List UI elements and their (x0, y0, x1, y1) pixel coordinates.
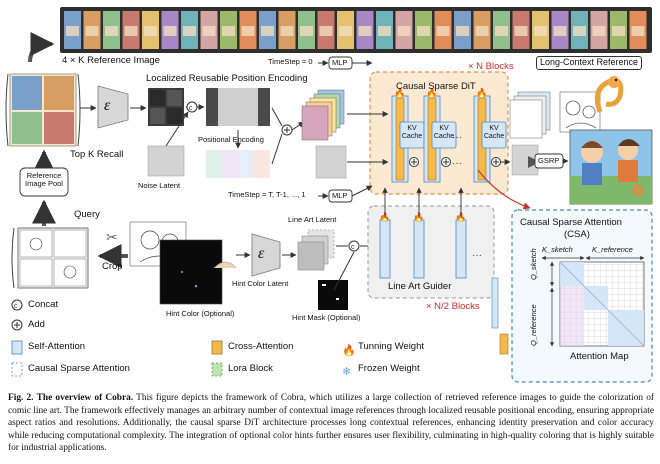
label-attention-map: Attention Map (570, 351, 629, 362)
label-hint-mask-optional: Hint Mask (Optional) (292, 313, 361, 322)
label-line-art-guider: Line Art Guider (388, 281, 452, 292)
kv-cache-box (431, 121, 457, 149)
cross-attention-swatch (211, 340, 223, 355)
guider-self-attention-block (379, 219, 391, 279)
mlp-top: MLP (332, 58, 348, 67)
legend-cross-attention: Cross-Attention (228, 341, 294, 352)
query-manga-page (11, 227, 89, 289)
legend-self-attention: Self-Attention (28, 341, 86, 352)
label-timestep-top: TimeStep = 0 (268, 57, 313, 66)
label-causal-sparse-dit: Causal Sparse DiT (396, 81, 476, 92)
hint-color-canvas (159, 239, 223, 305)
guider-self-attention-block (413, 219, 425, 279)
svg-text:c: c (351, 244, 355, 251)
long-context-reference-strip (60, 7, 652, 53)
svg-text:···: ··· (452, 158, 462, 169)
kv-cache-label: KV Cache (401, 125, 423, 140)
legend-frozen-weight: Frozen Weight (358, 363, 420, 374)
label-long-context: Long-Context Reference (536, 56, 643, 70)
label-n-blocks: × N Blocks (468, 61, 514, 72)
kv-cache-label: KV Cache (433, 125, 455, 140)
legend-causal-sparse-attention: Causal Sparse Attention (28, 363, 130, 374)
caption-title: The overview of Cobra. (36, 393, 134, 403)
svg-text:c: c (189, 105, 193, 112)
label-query: Query (74, 209, 100, 220)
legend-add: Add (28, 319, 45, 330)
reference-image-stack (5, 73, 81, 147)
lora-swatch (211, 362, 223, 377)
label-csa-title: Causal Sparse Attention (520, 217, 622, 228)
label-n2-blocks: × N/2 Blocks (426, 301, 480, 312)
label-hint-color-optional: Hint Color (Optional) (166, 309, 235, 318)
cobra-framework-diagram: c 🔥 🔥 🔥 ··· ··· (5, 7, 653, 383)
legend-concat: Concat (28, 299, 59, 310)
label-hint-color-latent: Hint Color Latent (232, 279, 289, 288)
label-crop: Crop (102, 261, 123, 272)
flame-icon: 🔥 (426, 87, 437, 99)
label-q-reference: Q_reference (529, 304, 538, 346)
colorized-output-image (569, 129, 653, 205)
label-k-sketch: K_sketch (542, 245, 573, 254)
legend-lora-block: Lora Block (228, 363, 273, 374)
legend-tunning-weight: Tunning Weight (358, 341, 425, 352)
mlp-bottom: MLP (332, 191, 348, 200)
label-timestep-bottom: TimeStep = T, T-1, ..., 1 (228, 190, 306, 199)
reference-token-stack (301, 89, 345, 141)
flame-icon: 🔥 (476, 87, 487, 99)
diagram-graphics: c 🔥 🔥 🔥 ··· ··· (5, 7, 653, 383)
snowflake-icon: ❄ (342, 365, 351, 378)
label-noise-latent: Noise Latent (138, 181, 181, 190)
caption-prefix: Fig. 2. (8, 393, 34, 403)
label-line-art-latent: Line Art Latent (288, 215, 337, 224)
csa-swatch (11, 362, 23, 377)
flame-icon: 🔥 (394, 87, 405, 99)
figure-caption: Fig. 2. The overview of Cobra. This figu… (8, 392, 654, 455)
guider-self-attention-block (455, 219, 467, 279)
label-reference-pool: Reference Image Pool (25, 171, 63, 189)
label-q-sketch: Q_sketch (529, 248, 538, 280)
label-positional-encoding: Positional Encoding (198, 135, 264, 144)
flame-icon: 🔥 (342, 344, 356, 357)
label-gsrp: GSRP (538, 156, 560, 165)
label-top-k-recall: Top K Recall (70, 149, 124, 160)
kv-cache-box (481, 121, 507, 149)
scissors-icon: ✂ (106, 230, 118, 246)
svg-text:···: ··· (452, 132, 462, 143)
label-csa-subtitle: (CSA) (564, 229, 590, 240)
svg-text:···: ··· (472, 250, 482, 261)
label-4xk-reference: 4 × K Reference Image (62, 55, 160, 66)
label-lrpe: Localized Reusable Position Encoding (146, 73, 308, 84)
encoder-symbol-bottom: ε (258, 245, 265, 262)
kv-cache-label: KV Cache (483, 125, 505, 140)
caption-body: This figure depicts the framework of Cob… (8, 393, 655, 454)
label-k-reference: K_reference (592, 245, 633, 254)
self-attention-swatch (11, 340, 23, 355)
encoder-symbol-top: ε (104, 97, 111, 114)
cobra-mascot (594, 76, 624, 113)
svg-text:c: c (14, 303, 18, 310)
